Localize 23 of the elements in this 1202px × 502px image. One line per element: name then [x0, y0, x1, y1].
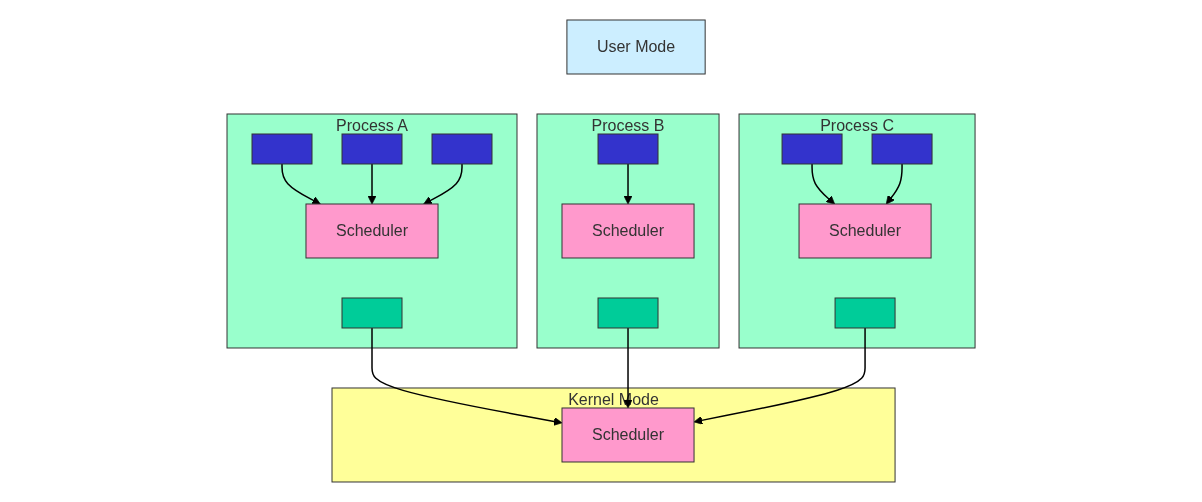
arrow — [693, 327, 866, 425]
arrow — [623, 327, 633, 409]
arrow — [885, 163, 903, 205]
arrow — [811, 163, 835, 205]
node-bar — [431, 133, 493, 165]
node-bar — [871, 133, 933, 165]
arrow — [281, 163, 321, 205]
node-bar — [834, 297, 896, 329]
arrow — [423, 163, 463, 205]
node-box: User Mode — [566, 19, 706, 75]
arrow — [371, 327, 563, 426]
node-bar — [597, 297, 659, 329]
node-box: Scheduler — [561, 407, 695, 463]
node-bar — [781, 133, 843, 165]
arrow — [367, 163, 377, 205]
node-box: Scheduler — [305, 203, 439, 259]
arrow — [623, 163, 633, 205]
node-box: Scheduler — [798, 203, 932, 259]
node-box: Scheduler — [561, 203, 695, 259]
node-bar — [341, 297, 403, 329]
node-bar — [597, 133, 659, 165]
node-bar — [341, 133, 403, 165]
node-bar — [251, 133, 313, 165]
